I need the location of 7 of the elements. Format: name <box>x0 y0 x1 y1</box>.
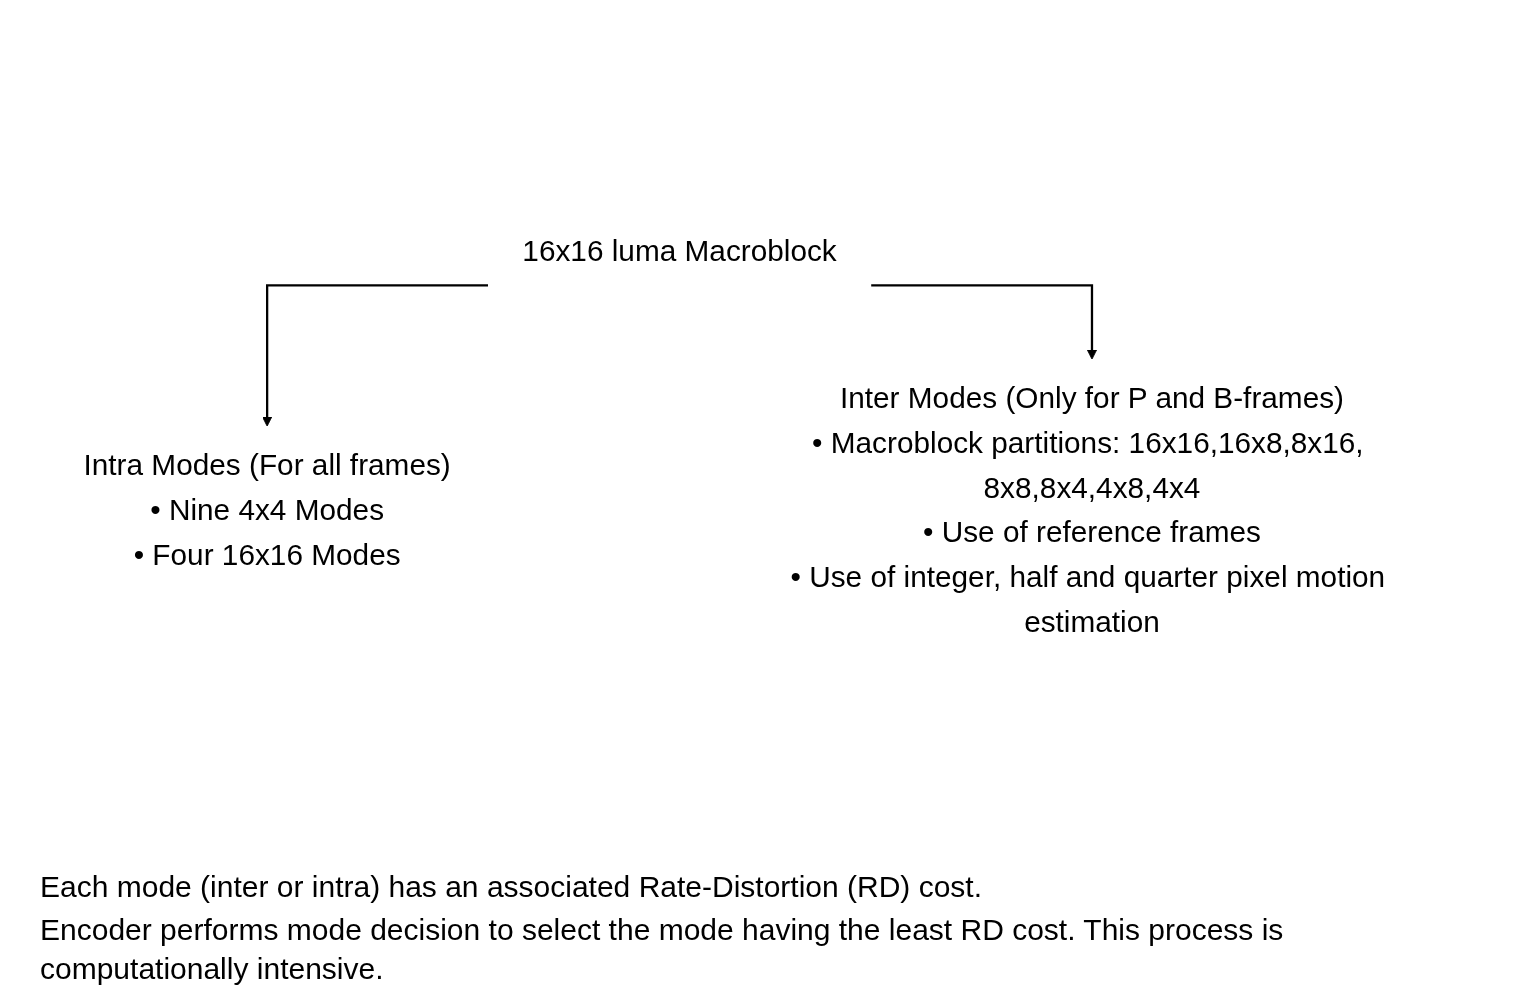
node-text: Inter Modes (Only for P and B-frames) • Macroblock partitions: 16x16,16x8,8x16, 8x8,8x4,4x8,4x4 • Use of reference frames • Use of integer, half and quarter pixel motion estimation <box>790 380 1386 639</box>
node-text: 16x16 luma Macroblock <box>522 233 837 268</box>
node-text: Intra Modes (For all frames) • Nine 4x4 Modes • Four 16x16 Modes <box>83 447 451 572</box>
note-text: Each mode (inter or intra) has an associated Rate-Distortion (RD) cost. <box>40 869 984 905</box>
note-text: Encoder performs mode decision to select the mode having the least RD cost. This process is computationally intensive. <box>40 912 1285 987</box>
arrow <box>262 284 488 427</box>
arrow <box>871 284 1097 360</box>
